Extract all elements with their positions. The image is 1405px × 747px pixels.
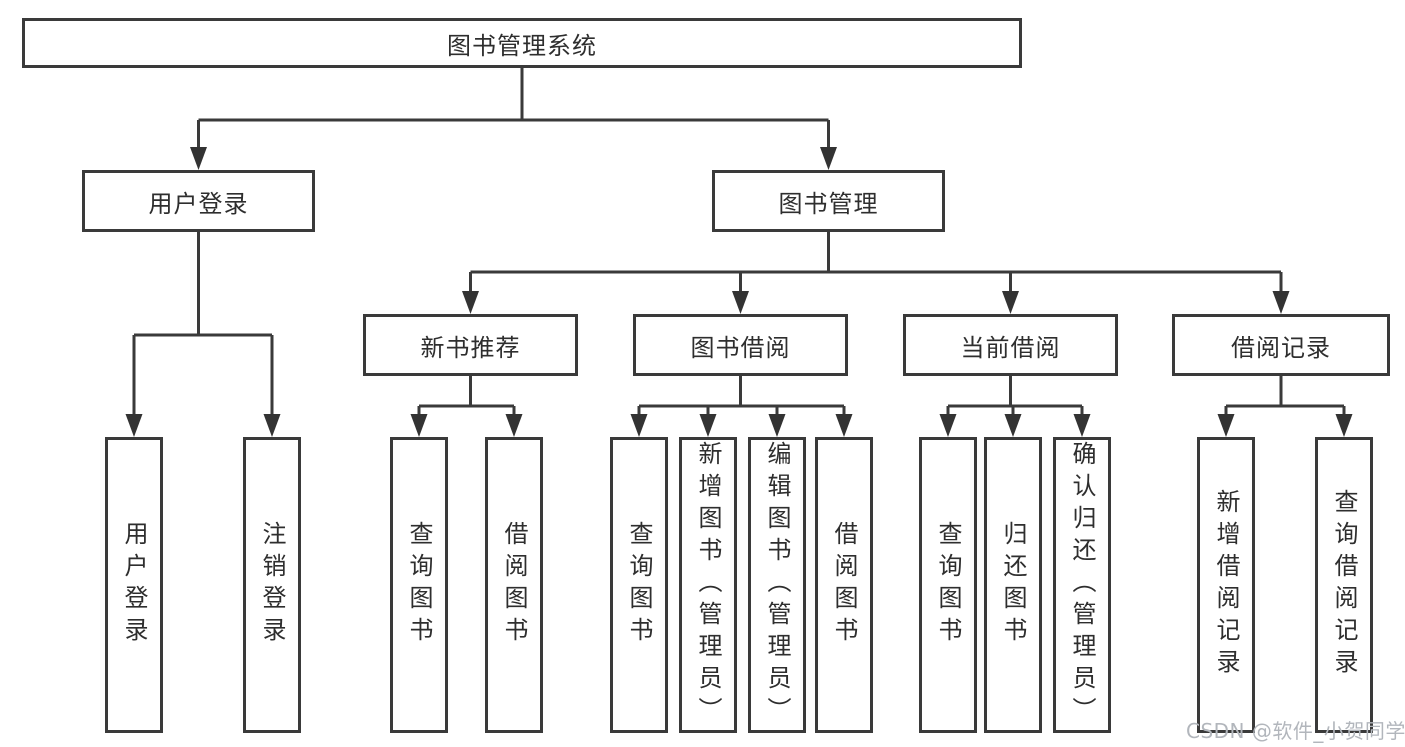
node-borrowing-records: 借阅记录 [1172,314,1390,376]
arrowhead [1272,291,1290,314]
node-book-borrowing: 图书借阅 [633,314,848,376]
node-leaf-query-borrow-record: 查询借阅记录 [1315,437,1373,733]
connector-book-borrowing-children [630,376,853,437]
node-leaf-edit-book-admin: 编辑图书（管理员） [748,437,806,733]
arrowhead [939,414,957,437]
arrowhead [1335,414,1353,437]
watermark: CSDN @软件_小贺同学 [1186,719,1405,743]
connector-borrowing-records-children [1217,376,1353,437]
connector-current-borrowing-children [939,376,1091,437]
arrowhead [125,414,143,437]
arrowhead [732,291,749,314]
node-leaf-query-books-recommend: 查询图书 [390,437,448,733]
node-leaf-query-books-borrowing: 查询图书 [610,437,668,733]
arrowhead [1217,414,1235,437]
node-leaf-add-book-admin: 新增图书（管理员） [679,437,737,733]
arrowhead [699,414,717,437]
connector-user-login-children [125,232,281,437]
connector-new-book-recommendation-children [410,376,523,437]
arrowhead [505,414,523,437]
leaf-label: 查询图书 [405,521,433,649]
connector-root-to-level2 [190,68,837,170]
node-library-management-system: 图书管理系统 [22,18,1022,68]
leaf-label: 用户登录 [120,521,148,649]
arrowhead [410,414,428,437]
arrowhead [820,147,837,170]
leaf-label: 注销登录 [258,521,286,649]
leaf-label: 查询图书 [625,521,653,649]
arrowhead [190,147,207,170]
node-leaf-query-books-current: 查询图书 [919,437,977,733]
node-leaf-confirm-return-admin: 确认归还（管理员） [1053,437,1111,733]
arrowhead [768,414,786,437]
node-current-borrowing: 当前借阅 [903,314,1118,376]
arrowhead [263,414,281,437]
node-leaf-user-login: 用户登录 [105,437,163,733]
leaf-label: 确认归还（管理员） [1068,441,1096,729]
arrowhead [630,414,648,437]
node-leaf-add-borrow-record: 新增借阅记录 [1197,437,1255,733]
node-leaf-borrow-books-recommend: 借阅图书 [485,437,543,733]
connector-book-management-children [462,232,1290,314]
leaf-label: 借阅图书 [830,521,858,649]
arrowhead [1073,414,1091,437]
leaf-label: 归还图书 [999,521,1027,649]
leaf-label: 新增借阅记录 [1212,489,1240,681]
arrowhead [1002,291,1019,314]
leaf-label: 借阅图书 [500,521,528,649]
leaf-label: 查询图书 [934,521,962,649]
arrowhead [835,414,853,437]
node-leaf-logout: 注销登录 [243,437,301,733]
leaf-label: 编辑图书（管理员） [763,441,791,729]
leaf-label: 查询借阅记录 [1330,489,1358,681]
node-book-management: 图书管理 [712,170,945,232]
arrowhead [462,291,479,314]
node-leaf-return-book: 归还图书 [984,437,1042,733]
node-leaf-borrow-books: 借阅图书 [815,437,873,733]
node-user-login: 用户登录 [82,170,315,232]
arrowhead [1004,414,1022,437]
leaf-label: 新增图书（管理员） [694,441,722,729]
node-new-book-recommendation: 新书推荐 [363,314,578,376]
